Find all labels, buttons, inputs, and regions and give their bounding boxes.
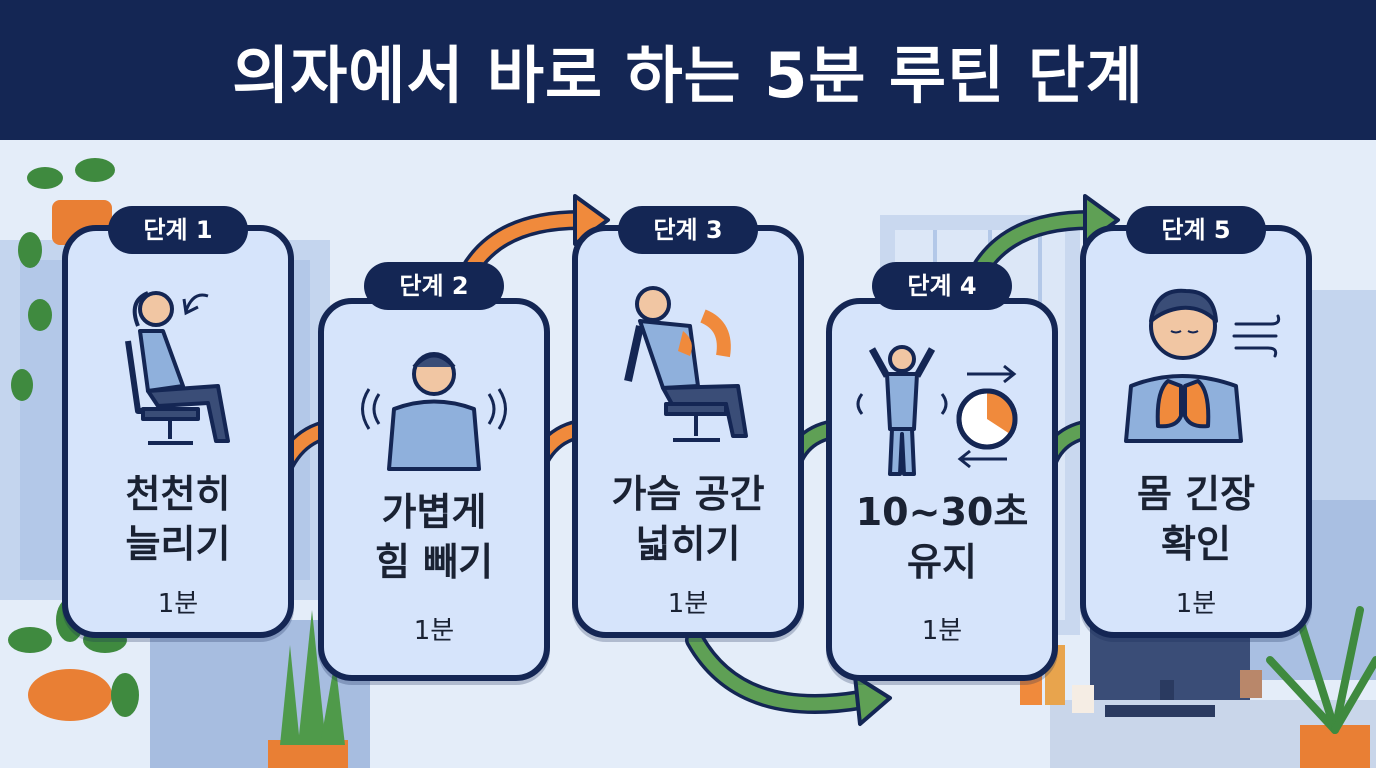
step-card-5: 몸 긴장 확인 1분: [1080, 225, 1312, 638]
chest-open-icon: [578, 276, 798, 456]
hold-timer-icon: [832, 334, 1052, 484]
step-4-duration: 1분: [921, 616, 963, 646]
step-4-badge: 단계 4: [872, 262, 1012, 310]
step-2-line1: 가볍게: [381, 490, 487, 534]
step-2-duration: 1분: [413, 616, 455, 646]
step-4-line2: 유지: [907, 540, 977, 584]
step-1-badge: 단계 1: [108, 206, 248, 254]
step-3-line2: 넓히기: [635, 522, 741, 566]
step-4-line1: 10~30초: [855, 490, 1029, 534]
step-1-line2: 늘리기: [125, 522, 231, 566]
step-5-badge: 단계 5: [1126, 206, 1266, 254]
step-card-4: 10~30초 유지 1분: [826, 298, 1058, 681]
breathe-lungs-icon: [1086, 276, 1306, 456]
step-1-line1: 천천히: [125, 472, 231, 516]
step-2-badge: 단계 2: [364, 262, 504, 310]
step-2-line2: 힘 빼기: [374, 540, 494, 584]
header-banner: 의자에서 바로 하는 5분 루틴 단계: [0, 0, 1376, 140]
step-5-duration: 1분: [1175, 589, 1217, 619]
arrow-3-to-4: [685, 630, 892, 726]
page-title: 의자에서 바로 하는 5분 루틴 단계: [232, 39, 1144, 112]
step-5-line2: 확인: [1161, 522, 1231, 566]
step-5-line1: 몸 긴장: [1136, 472, 1256, 516]
stretch-head-icon: [68, 271, 288, 461]
step-3-line1: 가슴 공간: [611, 472, 765, 516]
step-card-1: 천천히 늘리기 1분: [62, 225, 294, 638]
shoulder-relax-icon: [324, 339, 544, 479]
step-3-badge: 단계 3: [618, 206, 758, 254]
step-3-duration: 1분: [667, 589, 709, 619]
step-card-3: 가슴 공간 넓히기 1분: [572, 225, 804, 638]
step-card-2: 가볍게 힘 빼기 1분: [318, 298, 550, 681]
step-1-duration: 1분: [157, 589, 199, 619]
